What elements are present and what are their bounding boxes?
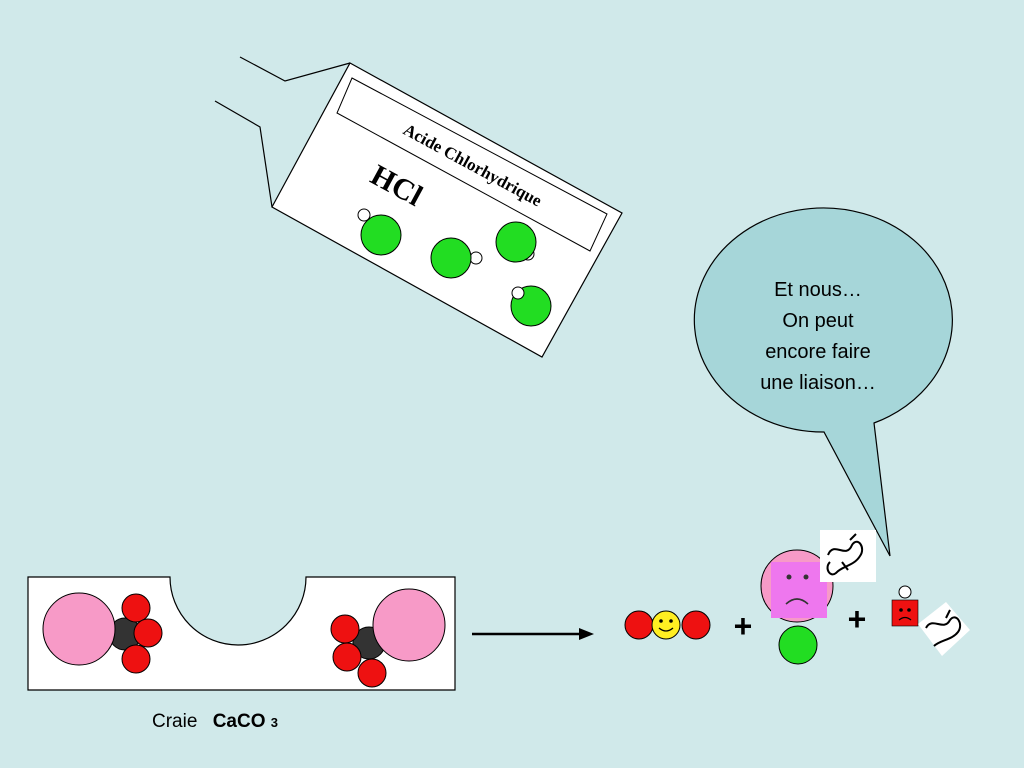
hcl-molecule (510, 285, 552, 327)
hcl-molecule (495, 221, 537, 263)
hcl-bottle: Acide Chlorhydrique HCl (214, 56, 623, 358)
oxygen-atom (357, 658, 387, 688)
hydrogen-atom (469, 251, 483, 265)
oxygen-atom (121, 644, 151, 674)
calcium-atom (372, 588, 446, 662)
bottle-neck-bottom (214, 100, 273, 208)
cacl2-molecule (760, 530, 876, 665)
oxygen-atom (332, 642, 362, 672)
hydrogen-atom (357, 208, 371, 222)
plus-sign: + (734, 608, 753, 644)
speech-bubble-shape (693, 207, 953, 557)
chlorine-atom (360, 214, 402, 256)
bubble-line-1: Et nous… (774, 279, 862, 301)
chalk-formula-subscript: 3 (271, 715, 278, 730)
chlorine-atom (778, 625, 818, 665)
chalk-name: Craie (152, 711, 197, 732)
bottle-label-box (336, 77, 608, 252)
reaction-arrow (472, 628, 594, 640)
chalk-block (27, 576, 456, 691)
chalk-formula: CaCO (213, 711, 266, 732)
oxygen-atom (121, 593, 151, 623)
bubble-line-4: une liaison… (760, 372, 876, 394)
hydrogen-atom (511, 286, 525, 300)
bubble-line-3: encore faire (765, 341, 871, 363)
sad-oxygen-icon (891, 599, 919, 627)
bottle-body (271, 62, 623, 358)
calcium-atom (42, 592, 116, 666)
plus-sign: + (848, 601, 867, 637)
water-molecule (891, 585, 970, 656)
chalk-caption: Craie CaCO 3 (152, 711, 278, 732)
hcl-molecule (357, 208, 402, 256)
chlorine-atom (495, 221, 537, 263)
sad-face-icon (771, 562, 827, 618)
chlorine-atom (430, 237, 472, 279)
speech-bubble: Et nous… On peut encore faire une liaiso… (693, 207, 953, 557)
scribble-creature-icon (820, 530, 876, 582)
oxygen-atom (624, 610, 654, 640)
co2-molecule (624, 610, 711, 640)
hcl-molecule (430, 237, 483, 279)
bubble-line-2: On peut (782, 310, 854, 332)
bottle-neck-top (239, 56, 351, 82)
caco3-molecule-left (42, 592, 163, 674)
oxygen-atom (681, 610, 711, 640)
oxygen-atom (133, 618, 163, 648)
oxygen-atom (330, 614, 360, 644)
scribble-creature-icon (918, 602, 970, 656)
caco3-molecule-right (330, 588, 446, 688)
smiley-carbon-icon (651, 610, 681, 640)
hydrogen-atom (898, 585, 912, 599)
